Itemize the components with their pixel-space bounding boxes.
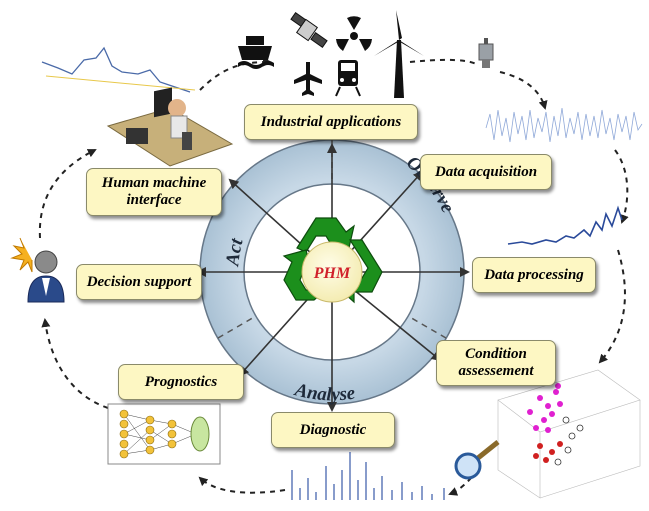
- decision-support-label: Decision support: [86, 273, 192, 290]
- hmi-label-line1: Human machine: [101, 175, 207, 191]
- magnifier-icon: [454, 440, 500, 480]
- cycle-loop: [38, 57, 629, 496]
- vibration-signal: [485, 107, 643, 143]
- train-icon: [335, 60, 361, 97]
- data-acquisition-label: Data acquisition: [434, 163, 538, 180]
- data-acquisition-box: Data acquisition: [420, 154, 552, 190]
- condition-label-line2: assessement: [458, 363, 534, 379]
- signal-trend-chart: [41, 46, 196, 93]
- wind-turbine-icon: [374, 10, 424, 98]
- condition-label-line1: Condition: [465, 346, 527, 362]
- processed-signal: [507, 205, 623, 245]
- data-processing-box: Data processing: [472, 257, 596, 293]
- decision-support-box: Decision support: [76, 264, 202, 300]
- industrial-applications-box: Industrial applications: [244, 104, 418, 140]
- diagnostic-label: Diagnostic: [299, 421, 367, 438]
- neural-network-icon: [107, 403, 221, 465]
- satellite-icon: [290, 12, 328, 48]
- hmi-label-line2: interface: [126, 192, 182, 208]
- condition-scatter-plot: [497, 369, 641, 499]
- human-machine-interface-box: Human machine interface: [86, 168, 222, 216]
- industrial-applications-label: Industrial applications: [260, 113, 402, 130]
- radiation-icon: [336, 16, 372, 51]
- data-processing-label: Data processing: [484, 266, 584, 283]
- sensor-icon: [478, 38, 494, 68]
- phm-label: PHM: [313, 265, 351, 282]
- frequency-spectrum: [291, 452, 445, 500]
- condition-assessment-box: Condition assessement: [436, 340, 556, 386]
- diagnostic-box: Diagnostic: [271, 412, 395, 448]
- airplane-icon: [294, 62, 322, 96]
- ship-icon: [238, 36, 274, 69]
- operator-workstation-icon: [106, 87, 234, 167]
- prognostics-label: Prognostics: [144, 373, 218, 390]
- phm-center: [301, 241, 363, 303]
- user-alert-icon: [10, 237, 65, 303]
- prognostics-box: Prognostics: [118, 364, 244, 400]
